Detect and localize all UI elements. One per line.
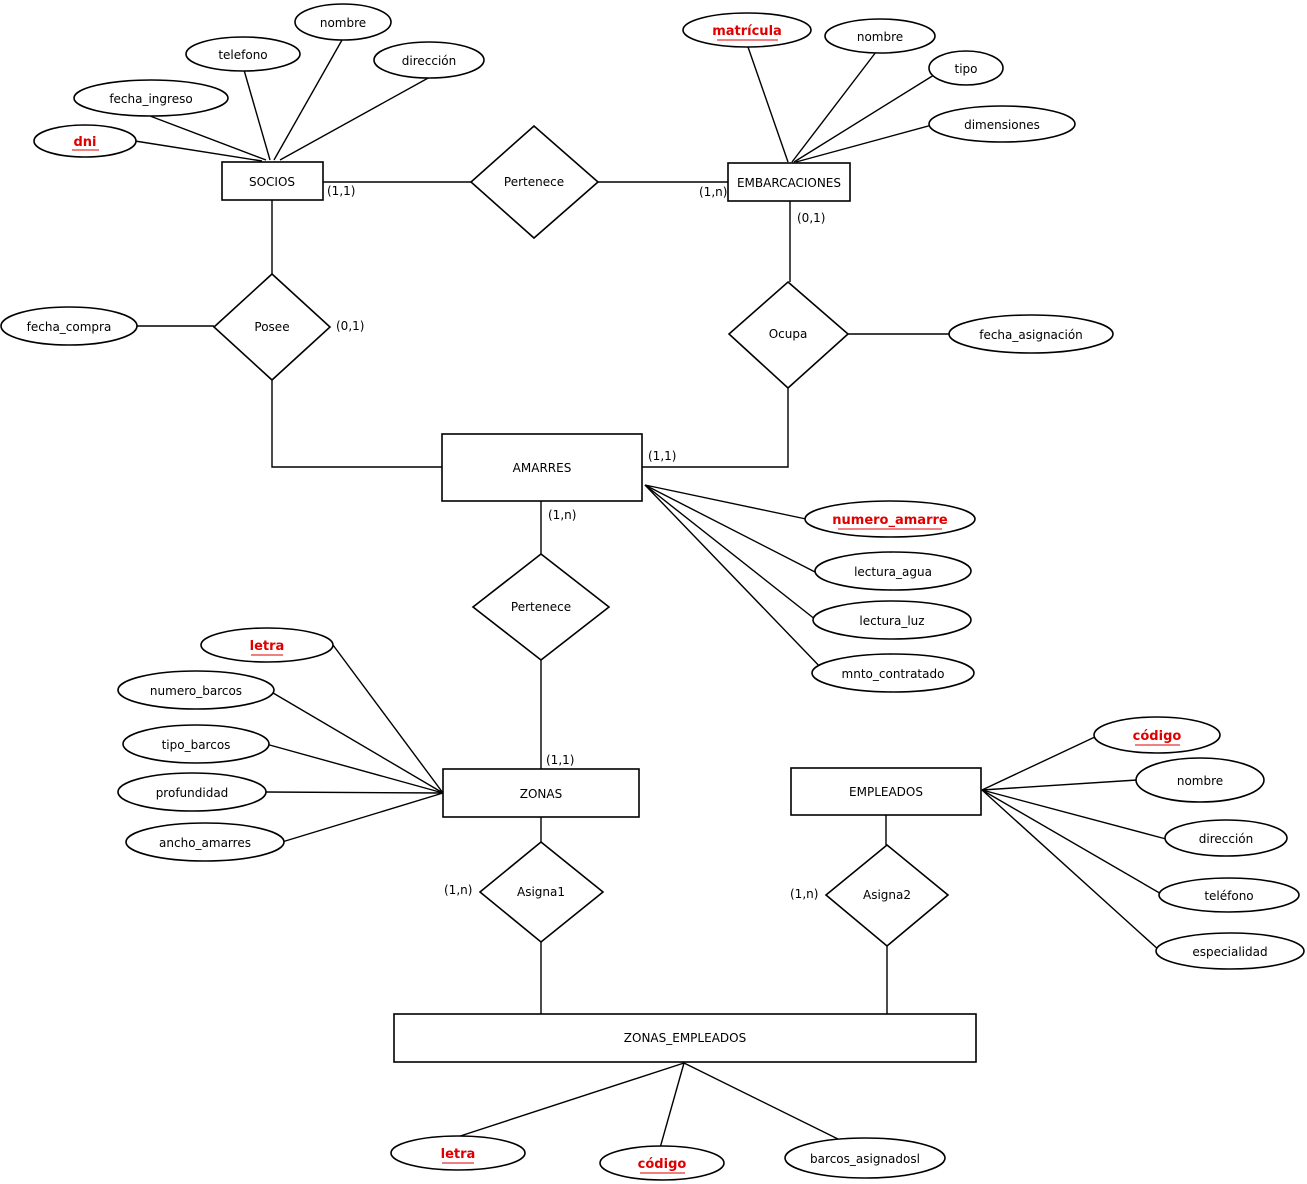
svg-text:barcos_asignadosl: barcos_asignadosl bbox=[810, 1152, 920, 1166]
attribute-empleados-especialidad: especialidad bbox=[1155, 932, 1305, 970]
cardinality-amarres-bottom: (1,n) bbox=[548, 508, 576, 522]
svg-text:tipo: tipo bbox=[955, 62, 978, 76]
svg-text:lectura_luz: lectura_luz bbox=[859, 614, 924, 628]
svg-text:nombre: nombre bbox=[857, 30, 903, 44]
attribute-zonas-empleados-barcos-asignados: barcos_asignadosl bbox=[784, 1137, 946, 1179]
svg-text:fecha_ingreso: fecha_ingreso bbox=[109, 92, 192, 106]
entity-label: AMARRES bbox=[513, 461, 572, 475]
cardinality-amarres-right: (1,1) bbox=[648, 449, 676, 463]
cardinality-zonas-top: (1,1) bbox=[546, 753, 574, 767]
svg-text:dni: dni bbox=[73, 135, 96, 150]
relationship-asigna1: Asigna1 bbox=[478, 840, 605, 944]
relationship-label: Posee bbox=[254, 320, 289, 334]
attribute-empleados-nombre: nombre bbox=[1135, 757, 1265, 803]
attribute-embarcaciones-matricula: matrícula bbox=[682, 12, 812, 48]
entity-empleados: EMPLEADOS bbox=[790, 767, 982, 816]
svg-text:dirección: dirección bbox=[1199, 832, 1253, 846]
svg-text:especialidad: especialidad bbox=[1192, 945, 1267, 959]
relationship-label: Pertenece bbox=[504, 175, 564, 189]
svg-text:profundidad: profundidad bbox=[156, 786, 229, 800]
entity-label: SOCIOS bbox=[249, 175, 295, 189]
relationship-pertenece-socios-embarcaciones: Pertenece bbox=[469, 124, 600, 240]
attribute-socios-fecha-ingreso: fecha_ingreso bbox=[73, 79, 229, 117]
attribute-empleados-codigo: código bbox=[1093, 716, 1221, 754]
attribute-zonas-empleados-letra: letra bbox=[390, 1135, 526, 1171]
cardinality-asigna2: (1,n) bbox=[790, 887, 818, 901]
svg-text:teléfono: teléfono bbox=[1204, 889, 1253, 903]
cardinality-embarcaciones-pertenece: (1,n) bbox=[699, 185, 727, 199]
entity-label: ZONAS_EMPLEADOS bbox=[624, 1031, 746, 1045]
attribute-socios-nombre: nombre bbox=[294, 3, 392, 41]
svg-text:nombre: nombre bbox=[1177, 774, 1223, 788]
attribute-zonas-profundidad: profundidad bbox=[117, 772, 267, 812]
svg-text:telefono: telefono bbox=[218, 48, 267, 62]
svg-text:lectura_agua: lectura_agua bbox=[854, 565, 932, 579]
svg-text:código: código bbox=[638, 1157, 687, 1172]
svg-text:letra: letra bbox=[250, 639, 285, 654]
relationship-label: Asigna1 bbox=[517, 885, 565, 899]
svg-text:numero_barcos: numero_barcos bbox=[150, 684, 242, 698]
relationship-label: Asigna2 bbox=[863, 888, 911, 902]
entity-label: EMBARCACIONES bbox=[737, 176, 841, 190]
relationship-pertenece-amarres-zonas: Pertenece bbox=[471, 552, 611, 662]
attribute-embarcaciones-tipo: tipo bbox=[928, 50, 1004, 86]
cardinality-embarcaciones-ocupa: (0,1) bbox=[797, 211, 825, 225]
entity-zonas: ZONAS bbox=[442, 768, 640, 818]
attribute-zonas-empleados-codigo: código bbox=[599, 1145, 725, 1181]
relationship-asigna2: Asigna2 bbox=[824, 843, 950, 948]
svg-text:mnto_contratado: mnto_contratado bbox=[842, 667, 945, 681]
attribute-posee-fecha-compra: fecha_compra bbox=[0, 306, 138, 346]
attribute-socios-dni: dni bbox=[33, 124, 137, 158]
attribute-zonas-ancho-amarres: ancho_amarres bbox=[125, 822, 285, 862]
relationship-posee: Posee bbox=[212, 272, 332, 382]
attribute-ocupa-fecha-asignacion: fecha_asignación bbox=[948, 314, 1114, 354]
svg-text:fecha_compra: fecha_compra bbox=[27, 320, 112, 334]
cardinality-socios-pertenece: (1,1) bbox=[327, 184, 355, 198]
attribute-embarcaciones-nombre: nombre bbox=[824, 18, 936, 54]
svg-text:código: código bbox=[1133, 729, 1182, 744]
entity-embarcaciones: EMBARCACIONES bbox=[727, 162, 851, 202]
attribute-empleados-telefono: teléfono bbox=[1158, 877, 1300, 913]
attribute-embarcaciones-dimensiones: dimensiones bbox=[928, 105, 1076, 143]
attribute-zonas-tipo-barcos: tipo_barcos bbox=[122, 724, 270, 764]
svg-text:nombre: nombre bbox=[320, 16, 366, 30]
connector-lines bbox=[134, 39, 1167, 1149]
attribute-zonas-letra: letra bbox=[200, 627, 334, 663]
attribute-socios-telefono: telefono bbox=[185, 36, 301, 72]
svg-text:dimensiones: dimensiones bbox=[964, 118, 1040, 132]
entity-amarres: AMARRES bbox=[441, 433, 643, 502]
cardinality-posee: (0,1) bbox=[336, 319, 364, 333]
relationship-ocupa: Ocupa bbox=[727, 280, 850, 390]
svg-text:dirección: dirección bbox=[402, 54, 456, 68]
entity-label: ZONAS bbox=[520, 787, 562, 801]
attribute-zonas-numero-barcos: numero_barcos bbox=[117, 670, 275, 710]
attribute-amarres-lectura-luz: lectura_luz bbox=[812, 600, 972, 640]
entity-label: EMPLEADOS bbox=[849, 785, 923, 799]
relationship-label: Ocupa bbox=[769, 327, 808, 341]
attribute-amarres-numero-amarre: numero_amarre bbox=[804, 500, 976, 538]
attribute-amarres-lectura-agua: lectura_agua bbox=[814, 551, 972, 591]
svg-text:letra: letra bbox=[441, 1147, 476, 1162]
attribute-socios-direccion: dirección bbox=[373, 41, 485, 79]
entity-socios: SOCIOS bbox=[221, 161, 324, 201]
entity-zonas-empleados: ZONAS_EMPLEADOS bbox=[393, 1013, 977, 1063]
attribute-empleados-direccion: dirección bbox=[1164, 819, 1288, 857]
attribute-amarres-mnto-contratado: mnto_contratado bbox=[811, 653, 975, 693]
svg-text:matrícula: matrícula bbox=[712, 24, 782, 39]
cardinality-asigna1: (1,n) bbox=[444, 883, 472, 897]
svg-text:numero_amarre: numero_amarre bbox=[832, 513, 948, 528]
svg-text:ancho_amarres: ancho_amarres bbox=[159, 836, 251, 850]
cardinality-labels: (1,1) (1,n) (0,1) (0,1) (1,1) (1,n) (1,1… bbox=[327, 184, 825, 901]
relationship-label: Pertenece bbox=[511, 600, 571, 614]
svg-text:fecha_asignación: fecha_asignación bbox=[979, 328, 1083, 342]
svg-text:tipo_barcos: tipo_barcos bbox=[162, 738, 231, 752]
